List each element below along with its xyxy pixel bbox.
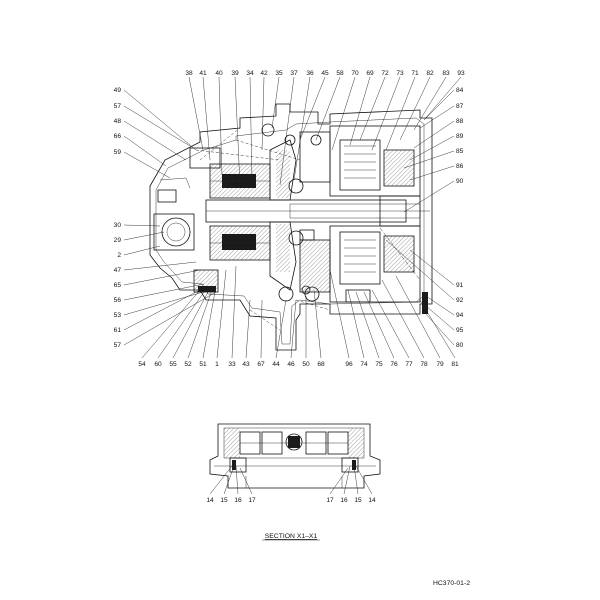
callout-label: 17 <box>248 497 256 504</box>
callout-label: 82 <box>426 70 434 77</box>
callout-label: 41 <box>199 70 207 77</box>
callout-label: 15 <box>220 497 228 504</box>
callout-label: 70 <box>351 70 359 77</box>
callout-label: 14 <box>206 497 214 504</box>
right-callouts: 84 87 88 89 85 86 90 91 92 94 95 80 <box>456 87 464 349</box>
callout-label: 96 <box>345 361 353 368</box>
callout-label: 50 <box>302 361 310 368</box>
callout-label: 14 <box>368 497 376 504</box>
callout-label: 59 <box>114 149 122 156</box>
main-sectional-view <box>149 103 433 351</box>
callout-label: 72 <box>381 70 389 77</box>
callout-label: 86 <box>456 163 464 170</box>
section-callouts-right: 17 16 15 14 <box>326 497 376 504</box>
callout-label: 66 <box>114 133 122 140</box>
callout-label: 74 <box>360 361 368 368</box>
callout-label: 75 <box>375 361 383 368</box>
callout-label: 85 <box>456 148 464 155</box>
left-leader-lines <box>123 89 217 346</box>
callout-label: 90 <box>456 178 464 185</box>
callout-label: 15 <box>354 497 362 504</box>
callout-label: 54 <box>138 361 146 368</box>
callout-label: 61 <box>114 327 122 334</box>
top-callouts: 38 41 40 39 34 42 35 37 36 45 58 70 69 7… <box>185 70 465 77</box>
section-leader-lines <box>209 465 373 495</box>
drawing-id: HC370-01-2 <box>433 580 470 587</box>
callout-label: 91 <box>456 282 464 289</box>
left-callouts: 49 57 48 66 59 30 29 2 47 65 56 53 61 57 <box>114 87 122 349</box>
callout-label: 56 <box>114 297 122 304</box>
callout-label: 79 <box>436 361 444 368</box>
section-caption: SECTION X1–X1 <box>265 533 318 540</box>
callout-label: 58 <box>336 70 344 77</box>
callout-label: 48 <box>114 118 122 125</box>
callout-label: 55 <box>169 361 177 368</box>
callout-label: 16 <box>340 497 348 504</box>
top-leader-lines <box>188 76 462 186</box>
callout-label: 76 <box>390 361 398 368</box>
callout-label: 46 <box>287 361 295 368</box>
callout-label: 69 <box>366 70 374 77</box>
callout-label: 16 <box>234 497 242 504</box>
section-view <box>209 423 381 489</box>
callout-label: 65 <box>114 282 122 289</box>
callout-label: 67 <box>257 361 265 368</box>
callout-label: 17 <box>326 497 334 504</box>
callout-label: 80 <box>456 342 464 349</box>
callout-label: 83 <box>442 70 450 77</box>
callout-label: 52 <box>184 361 192 368</box>
callout-label: 89 <box>456 133 464 140</box>
callout-label: 33 <box>228 361 236 368</box>
callout-label: 81 <box>451 361 459 368</box>
callout-label: 57 <box>114 103 122 110</box>
callout-label: 84 <box>456 87 464 94</box>
callout-label: 51 <box>199 361 207 368</box>
callout-label: 53 <box>114 312 122 319</box>
callout-label: 93 <box>457 70 465 77</box>
callout-label: 35 <box>275 70 283 77</box>
callout-label: 60 <box>154 361 162 368</box>
callout-label: 39 <box>231 70 239 77</box>
callout-label: 49 <box>114 87 122 94</box>
callout-label: 44 <box>272 361 280 368</box>
callout-label: 2 <box>117 252 121 259</box>
callout-label: 40 <box>215 70 223 77</box>
callout-label: 37 <box>290 70 298 77</box>
callout-label: 68 <box>317 361 325 368</box>
callout-label: 43 <box>242 361 250 368</box>
callout-label: 71 <box>411 70 419 77</box>
callout-label: 77 <box>405 361 413 368</box>
callout-label: 36 <box>306 70 314 77</box>
section-callouts-left: 14 15 16 17 <box>206 497 256 504</box>
callout-label: 95 <box>456 327 464 334</box>
callout-label: 47 <box>114 267 122 274</box>
callout-label: 29 <box>114 237 122 244</box>
callout-label: 1 <box>215 361 219 368</box>
callout-label: 73 <box>396 70 404 77</box>
callout-label: 34 <box>246 70 254 77</box>
callout-label: 94 <box>456 312 464 319</box>
callout-label: 57 <box>114 342 122 349</box>
callout-label: 87 <box>456 103 464 110</box>
callout-label: 42 <box>260 70 268 77</box>
callout-label: 38 <box>185 70 193 77</box>
callout-label: 45 <box>321 70 329 77</box>
right-leader-lines <box>385 89 455 346</box>
callout-label: 92 <box>456 297 464 304</box>
callout-label: 88 <box>456 118 464 125</box>
callout-label: 78 <box>420 361 428 368</box>
callout-label: 30 <box>114 222 122 229</box>
bottom-leader-lines <box>141 265 456 359</box>
bottom-callouts: 54 60 55 52 51 1 33 43 67 44 46 50 68 96… <box>138 361 459 368</box>
